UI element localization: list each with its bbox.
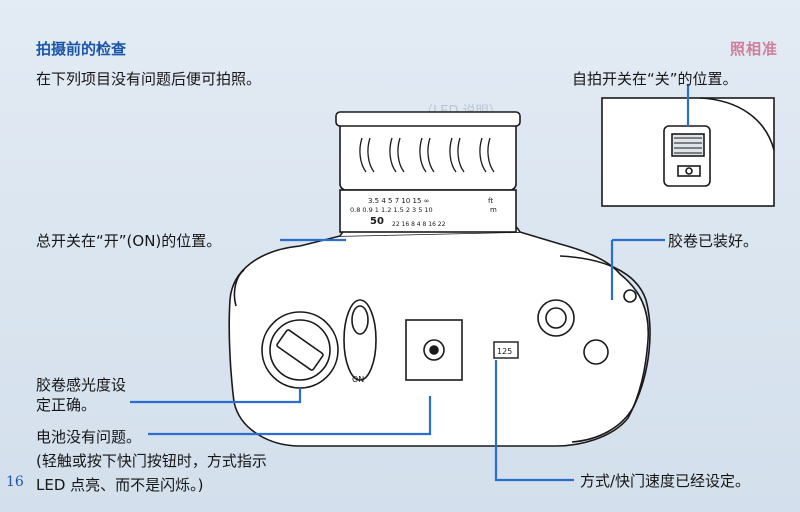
note-line-2: LED 点亮、而不是闪烁。)	[36, 476, 204, 494]
callout-self-timer: 自拍开关在“关”的位置。	[572, 70, 738, 88]
wind-knob	[537, 289, 637, 365]
shutter-display-value: 125	[497, 347, 512, 356]
hot-shoe	[405, 319, 463, 381]
page-title: 拍摄前的检查	[36, 40, 127, 58]
note-line-1: (轻触或按下快门按钮时，方式指示	[36, 452, 267, 470]
callout-main-switch: 总开关在“开”(ON)的位置。	[36, 232, 222, 250]
iso-dial	[261, 311, 339, 389]
shutter-display-frame	[493, 341, 519, 359]
callout-battery: 电池没有问题。	[36, 428, 142, 446]
page-number: 16	[6, 474, 24, 490]
lens-unit-ft: ft	[488, 197, 493, 205]
callout-iso-line2: 定正确。	[36, 396, 97, 414]
lens-aperture: 50	[370, 216, 384, 227]
lens-dof-scale: 22 16 8 4 8 16 22	[392, 221, 446, 228]
lens-scale-ft: 3.5 4 5 7 10 15 ∞	[368, 197, 430, 205]
callout-mode-speed: 方式/快门速度已经设定。	[580, 472, 751, 490]
callout-pointers	[130, 84, 690, 482]
on-label: ON	[352, 375, 364, 384]
main-switch	[343, 299, 377, 381]
intro-text: 在下列项目没有问题后便可拍照。	[36, 70, 262, 88]
callout-iso-line1: 胶卷感光度设	[36, 376, 127, 394]
section-mark: 照相准	[729, 40, 778, 58]
lens	[335, 111, 521, 233]
callout-film-loaded: 胶卷已装好。	[668, 232, 759, 250]
self-timer-inset	[601, 97, 775, 207]
lens-unit-m: m	[490, 206, 497, 214]
lens-scale-m: 0.8 0.9 1 1.2 1.5 2 3 5 10	[350, 206, 433, 214]
